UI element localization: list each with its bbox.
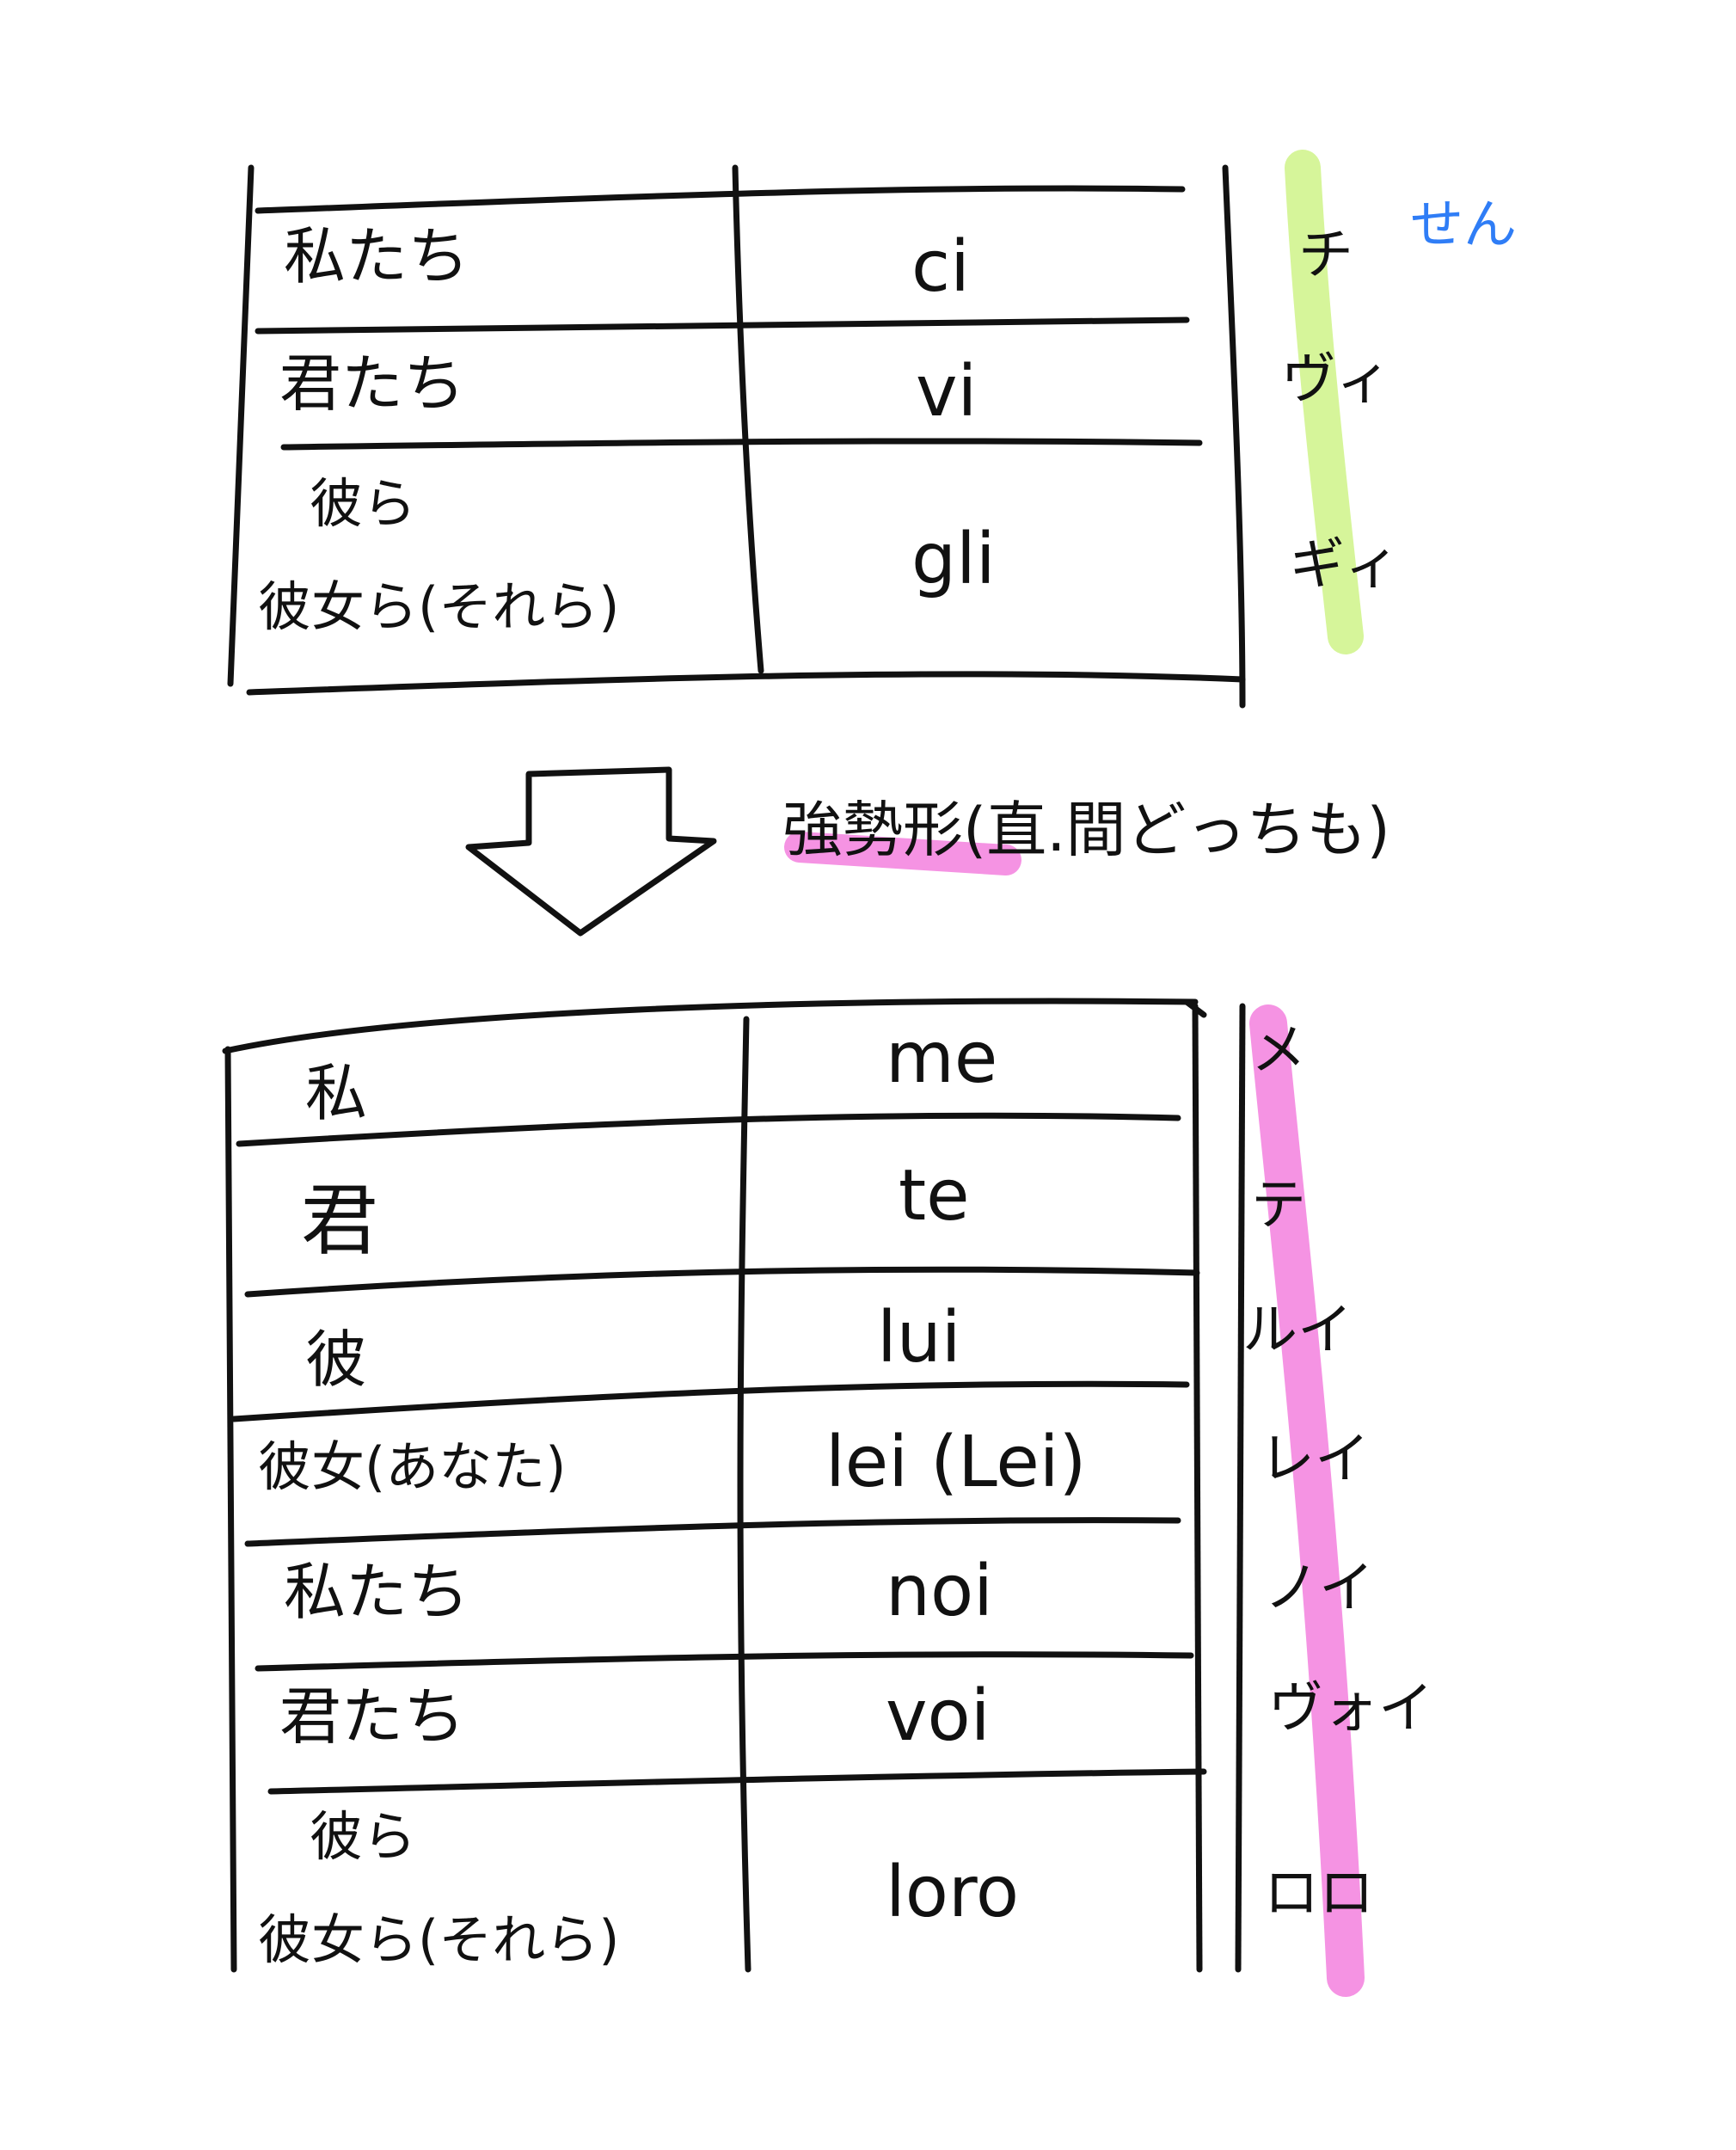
bottom-row-6-katakana: ヴォイ [1268, 1677, 1433, 1741]
top-row-2-japanese: 君たち [279, 347, 466, 420]
bottom-row-6-japanese: 君たち [279, 1680, 466, 1753]
bottom-row-3-japanese: 彼 [305, 1324, 368, 1396]
bottom-row-7-japanese-line2: 彼女ら(それら) [258, 1908, 620, 1971]
bottom-row-2-japanese: 君 [301, 1176, 378, 1266]
top-row-1-katakana: チ [1298, 224, 1353, 287]
bottom-row-4-japanese: 彼女(あなた) [258, 1435, 567, 1498]
green-highlight-stroke [1285, 150, 1364, 654]
bottom-row-7-japanese-line1: 彼ら [310, 1805, 417, 1868]
top-row-3-japanese-line1: 彼ら [310, 472, 417, 535]
bottom-table-grid [222, 998, 1246, 1973]
bottom-row-4-italian: lei (Lei) [825, 1422, 1087, 1503]
pink-highlight-stroke-column [1249, 1004, 1365, 1997]
bottom-row-2-italian: te [899, 1155, 970, 1237]
top-row-2-italian: vi [916, 351, 978, 433]
pink-highlight-stroke-title [784, 832, 1021, 875]
emphatic-form-rest: 形(直.間どっちも) [903, 795, 1390, 865]
top-table-grid [227, 164, 1246, 709]
top-row-1-japanese: 私たち [284, 220, 470, 292]
emphatic-form-highlighted: 強勢 [782, 795, 903, 865]
bottom-row-1-japanese: 私 [305, 1057, 368, 1129]
top-row-3-italian: gli [911, 519, 996, 600]
bottom-row-7-katakana: ロロ [1264, 1862, 1374, 1926]
bottom-row-5-japanese: 私たち [284, 1556, 470, 1628]
bottom-row-6-italian: voi [886, 1675, 991, 1757]
blue-margin-note: せん [1410, 193, 1518, 255]
bottom-row-2-katakana: テ [1251, 1174, 1306, 1238]
bottom-row-1-katakana: メ [1251, 1019, 1306, 1083]
top-row-1-italian: ci [911, 226, 970, 308]
top-row-2-katakana: ヴィ [1281, 348, 1391, 412]
bottom-row-4-katakana: レイ [1260, 1428, 1370, 1491]
bottom-row-3-katakana: ルイ [1242, 1299, 1353, 1362]
bottom-row-1-italian: me [886, 1017, 998, 1099]
bottom-row-3-italian: lui [877, 1297, 961, 1379]
bottom-row-5-italian: noi [886, 1551, 993, 1632]
emphatic-form-note: 強勢形(直.間どっちも) [782, 800, 1390, 860]
top-row-3-japanese-line2: 彼女ら(それら) [258, 575, 620, 638]
bottom-row-5-katakana: ノイ [1264, 1557, 1374, 1620]
top-row-3-katakana: ギィ [1290, 533, 1400, 597]
bottom-row-7-italian: loro [886, 1852, 1020, 1933]
down-arrow-shape [465, 766, 717, 937]
